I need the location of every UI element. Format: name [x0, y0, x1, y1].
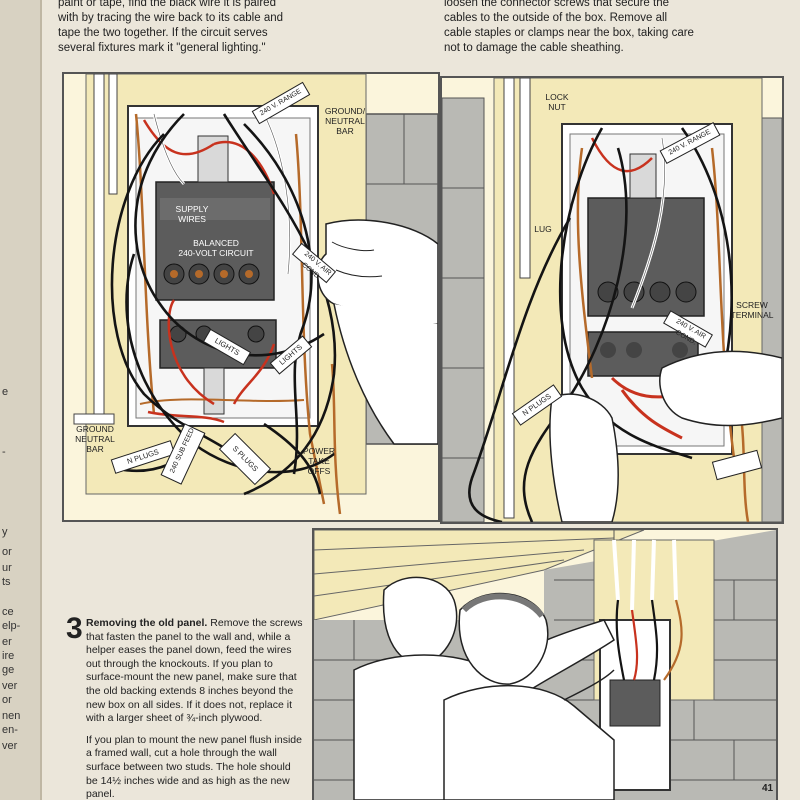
step-number: 3 — [66, 612, 83, 645]
left-intro-paragraph: paint or tape, find the black wire it is… — [58, 0, 284, 54]
prev-page-fragment: ts — [2, 576, 11, 588]
step3-body-2: If you plan to mount the new panel flush… — [86, 733, 302, 800]
previous-page-edge: e - y or ur ts ce elp- er ire ge ver or … — [0, 0, 42, 800]
label-supply-wires: SUPPLY WIRES — [175, 204, 209, 224]
prev-page-fragment: ire — [2, 650, 15, 662]
label-lock-nut: LOCK NUT — [545, 92, 569, 112]
label-power-take-offs: POWER TAKE OFFS — [302, 446, 336, 476]
illustration-labeling-wires: GROUND/ NEUTRAL BAR SUPPLY WIRES BALANCE… — [62, 72, 440, 522]
step3-text: Removing the old panel. Remove the screw… — [86, 617, 304, 800]
prev-page-fragment: or — [2, 694, 12, 706]
illustration-disconnecting-cables-drawing — [442, 78, 782, 522]
illustration-disconnecting-cables: LOCK NUT LUG SCREW TERMINAL 240 V. RANGE… — [440, 76, 784, 524]
right-intro-paragraph: loosen the connector screws that secure … — [444, 0, 694, 54]
step3-title: Removing the old panel. — [86, 617, 208, 629]
label-ground-neutral-bar-bottom: GROUND NEUTRAL BAR — [75, 424, 115, 454]
label-screw-terminal: SCREW TERMINAL — [730, 300, 774, 320]
prev-page-fragment: en- — [2, 724, 18, 736]
label-ground-neutral-bar-top: GROUND/ NEUTRAL BAR — [324, 106, 366, 136]
prev-page-fragment: e — [2, 386, 9, 398]
illustration-labeling-wires-drawing — [64, 74, 438, 520]
illustration-removing-panel-drawing — [314, 530, 776, 800]
step3-body: Remove the screws that fasten the panel … — [86, 617, 303, 725]
prev-page-fragment: elp- — [2, 620, 21, 632]
prev-page-fragment: y — [2, 526, 8, 538]
illustration-removing-panel — [312, 528, 778, 800]
prev-page-fragment: ver — [2, 680, 18, 692]
label-balanced-circuit: BALANCED 240-VOLT CIRCUIT — [178, 238, 254, 258]
label-lug: LUG — [534, 224, 552, 234]
prev-page-fragment: nen — [2, 710, 21, 722]
prev-page-fragment: ver — [2, 740, 18, 752]
prev-page-fragment: ur — [2, 562, 12, 574]
page-number: 41 — [762, 783, 774, 794]
prev-page-fragment: er — [2, 636, 12, 648]
prev-page-fragment: - — [2, 446, 6, 458]
prev-page-fragment: ge — [2, 664, 15, 676]
prev-page-fragment: or — [2, 546, 12, 558]
prev-page-fragment: ce — [2, 606, 14, 618]
